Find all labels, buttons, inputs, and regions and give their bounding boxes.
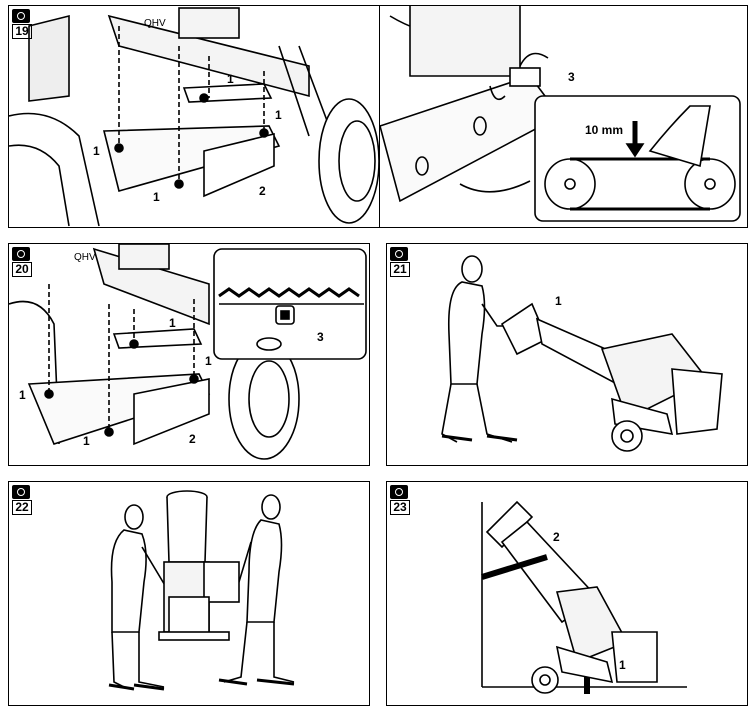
figure-22-illustration (108, 490, 295, 691)
callout-1: 1 (555, 294, 562, 308)
figure-22-panel: 22 (8, 481, 370, 706)
figure-19-panel: QHV 1 1 1 1 2 19 (8, 5, 380, 228)
figure-number: 20 (12, 262, 32, 277)
callout-1b: 1 (275, 108, 282, 122)
figure-23-panel: 2 1 23 (386, 481, 748, 706)
camera-icon (12, 485, 30, 499)
callout-3: 3 (568, 70, 575, 84)
figure-23-illustration (481, 500, 687, 694)
callout-1d: 1 (83, 434, 90, 448)
figure-number: 21 (390, 262, 410, 277)
callout-2: 2 (189, 432, 196, 446)
camera-icon (12, 247, 30, 261)
callout-2: 2 (259, 184, 266, 198)
callout-1: 1 (619, 658, 626, 672)
figure-number: 22 (12, 500, 32, 515)
figure-number-badge: 21 (390, 247, 412, 277)
measure-label: 10 mm (585, 123, 624, 137)
callout-1b: 1 (205, 354, 212, 368)
figure-19b-panel: 3 10 mm (379, 5, 748, 228)
callout-1c: 1 (19, 388, 26, 402)
figure-20-panel: QHV 1 1 1 1 2 3 20 (8, 243, 370, 466)
figure-number: 23 (390, 500, 410, 515)
camera-icon (12, 9, 30, 23)
figure-21-panel: 1 21 (386, 243, 748, 466)
camera-icon (390, 485, 408, 499)
figure-19-illustration: QHV (9, 7, 379, 227)
camera-icon (390, 247, 408, 261)
figure-number-badge: 22 (12, 485, 34, 515)
svg-text:QHV: QHV (144, 18, 166, 29)
callout-1d: 1 (153, 190, 160, 204)
callout-3: 3 (317, 330, 324, 344)
figure-20-illustration: QHV (9, 244, 367, 460)
figure-number: 19 (12, 24, 32, 39)
figure-number-badge: 20 (12, 247, 34, 277)
callout-1c: 1 (93, 144, 100, 158)
callout-2: 2 (553, 530, 560, 544)
figure-21-illustration (441, 255, 723, 452)
callout-1a: 1 (169, 316, 176, 330)
svg-text:QHV: QHV (74, 252, 96, 263)
figure-number-badge: 23 (390, 485, 412, 515)
figure-number-badge: 19 (12, 9, 34, 39)
callout-1a: 1 (227, 72, 234, 86)
figure-19b-illustration (380, 6, 741, 222)
